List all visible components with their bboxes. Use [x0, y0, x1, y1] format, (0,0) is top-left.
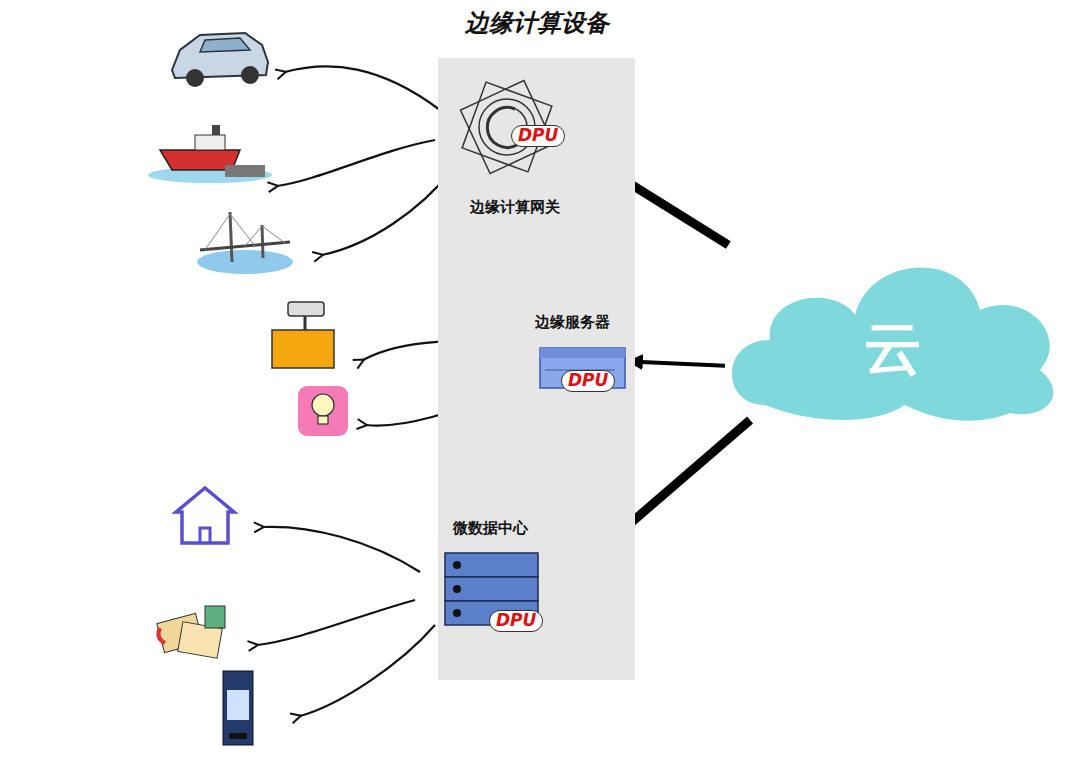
cloud-label: 云 [725, 315, 1060, 382]
device-label: 边缘服务器 [515, 314, 630, 331]
ship-icon [148, 125, 272, 183]
car-icon [172, 33, 268, 87]
cloud-shape: 云 [725, 245, 1060, 420]
edge-gateway: DPU 边缘计算网关 [455, 85, 575, 225]
dpu-badge: DPU [561, 370, 615, 392]
dpu-badge: DPU [511, 125, 565, 147]
cloud-arrow [630, 362, 725, 366]
edge-server: 边缘服务器 DPU [515, 312, 630, 402]
device-label: 边缘计算网关 [455, 199, 575, 216]
edge-device-band: 边缘计算设备DPU边缘计算网关边缘服务器DPU微数据中心DPU [438, 58, 635, 680]
house-icon [176, 488, 234, 543]
band-title: 边缘计算设备 [438, 10, 635, 38]
vending-machine-icon [223, 671, 253, 745]
micro-datacenter: 微数据中心 DPU [443, 518, 553, 638]
bridge-icon [197, 212, 293, 274]
camera-icon [272, 302, 334, 368]
dpu-badge: DPU [489, 610, 543, 632]
documents-icon [157, 606, 225, 658]
bulb-icon [298, 386, 348, 436]
device-label: 微数据中心 [443, 520, 538, 537]
